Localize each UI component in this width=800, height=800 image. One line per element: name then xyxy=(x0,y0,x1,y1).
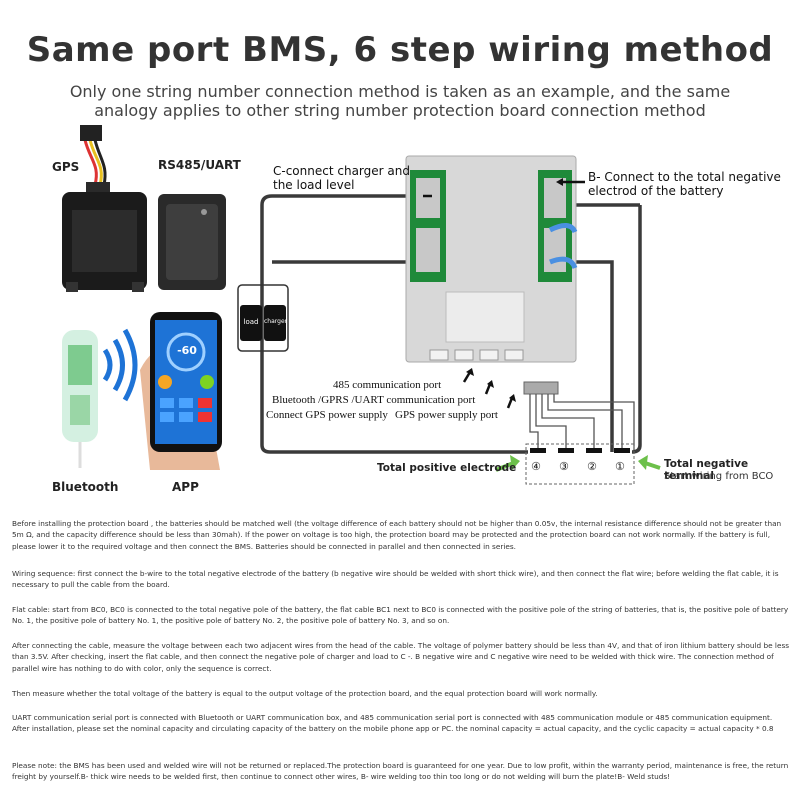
app-label: APP xyxy=(172,480,199,494)
connector-2: ② xyxy=(587,460,597,473)
total-positive-label: Total positive electrode xyxy=(377,462,517,474)
paragraph-note: Please note: the BMS has been used and w… xyxy=(12,761,789,782)
paragraph-measure: After connecting the cable, measure the … xyxy=(12,641,790,673)
paragraph-uart: UART communication serial port is connec… xyxy=(12,713,774,734)
arrow-icons xyxy=(423,178,661,472)
bluetooth-module-image xyxy=(62,328,138,468)
c-connect-label-line1: C-connect charger and xyxy=(273,164,410,178)
flat-cable xyxy=(523,381,635,485)
bluetooth-label: Bluetooth xyxy=(52,480,119,494)
paragraph-matching: Before installing the protection board ,… xyxy=(12,519,782,551)
paragraph-wiring-sequence: Wiring sequence: first connect the b-wir… xyxy=(12,569,779,590)
connector-1: ① xyxy=(615,460,625,473)
gps-supply-port-label: GPS power supply port xyxy=(395,409,498,421)
bms-board xyxy=(405,155,578,363)
start-wiring-label: Start wiring from BCO xyxy=(664,471,774,482)
port-bluetooth-label: Bluetooth /GPRS /UART communication port xyxy=(272,394,476,406)
b-connect-label-line2: electrod of the battery xyxy=(588,184,724,198)
phone-app-image xyxy=(140,312,222,470)
subtitle-line1: Only one string number connection method… xyxy=(69,82,731,101)
connector-4: ④ xyxy=(531,460,541,473)
connector-3: ③ xyxy=(559,460,569,473)
connect-gps-supply-label: Connect GPS power supply xyxy=(266,409,388,421)
port-485-label: 485 communication port xyxy=(333,379,442,391)
rs485-label: RS485/UART xyxy=(158,158,241,172)
gps-label: GPS xyxy=(52,160,80,174)
c-connect-label-line2: the load level xyxy=(273,178,355,192)
subtitle-line2: analogy applies to other string number p… xyxy=(94,101,706,120)
page-title: Same port BMS, 6 step wiring method xyxy=(26,30,774,70)
load-label: load xyxy=(243,318,259,326)
total-negative-label: Total negative terminal xyxy=(664,458,749,482)
app-voltage-reading: -60 xyxy=(177,344,197,357)
load-charger-boxes xyxy=(237,284,289,352)
paragraph-total-voltage: Then measure whether the total voltage o… xyxy=(12,689,598,698)
charger-label: charger xyxy=(264,318,288,325)
b-connect-label-line1: B- Connect to the total negative xyxy=(588,170,781,184)
paragraph-flat-cable: Flat cable: start from BC0, BC0 is conne… xyxy=(12,605,789,626)
gps-module-image xyxy=(62,125,147,292)
rs485-module-image xyxy=(158,194,226,290)
